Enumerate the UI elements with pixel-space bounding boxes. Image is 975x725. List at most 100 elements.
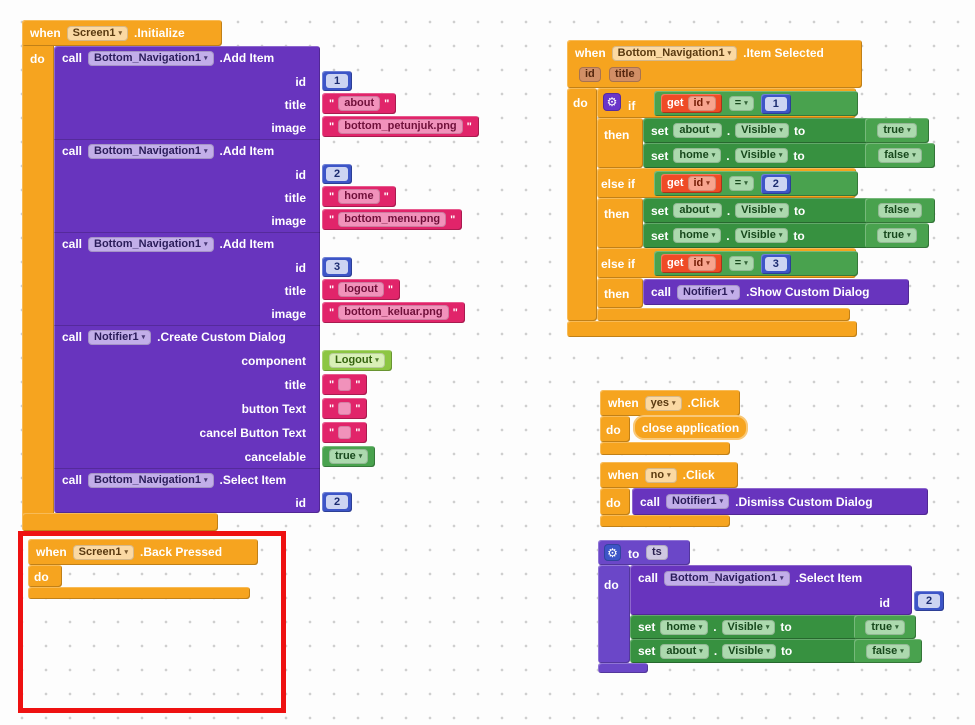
event-bottom-bar[interactable] xyxy=(22,513,218,531)
component-dropdown[interactable]: Screen1▾ xyxy=(66,25,128,41)
component-dropdown[interactable]: home▾ xyxy=(673,228,722,243)
call-show-dialog-block[interactable]: call Notifier1▾ .Show Custom Dialog xyxy=(643,279,909,305)
event-bottom-bar[interactable] xyxy=(567,321,857,337)
text-block[interactable]: "bottom_keluar.png" xyxy=(322,302,465,323)
property-dropdown[interactable]: Visible▾ xyxy=(735,123,789,138)
number-block[interactable]: 2 xyxy=(322,492,352,512)
variable-dropdown[interactable]: id▾ xyxy=(687,176,716,191)
event-spine[interactable] xyxy=(600,488,630,515)
event-spine[interactable] xyxy=(28,565,62,587)
set-property-block[interactable]: set about▾ . Visible▾ to xyxy=(643,118,881,143)
component-dropdown[interactable]: Bottom_Navigation1▾ xyxy=(88,472,214,488)
component-dropdown[interactable]: Notifier1▾ xyxy=(88,329,152,345)
set-property-block[interactable]: set about▾ . Visible▾ to xyxy=(630,639,870,663)
number-block[interactable]: 3 xyxy=(322,257,352,277)
if-bottom-bar[interactable] xyxy=(597,308,850,321)
empty-text-block[interactable]: "" xyxy=(322,422,368,443)
component-dropdown[interactable]: Bottom_Navigation1▾ xyxy=(88,236,214,252)
component-value-dropdown[interactable]: Logout▾ xyxy=(329,353,385,368)
component-block[interactable]: Logout▾ xyxy=(322,350,392,371)
property-dropdown[interactable]: Visible▾ xyxy=(734,228,789,243)
boolean-dropdown[interactable]: false▾ xyxy=(878,148,922,163)
close-application-block[interactable]: close application xyxy=(633,415,748,440)
event-bottom-bar[interactable] xyxy=(600,515,730,527)
component-dropdown[interactable]: Notifier1▾ xyxy=(677,284,741,300)
component-dropdown[interactable]: about▾ xyxy=(673,203,722,218)
set-property-block[interactable]: set home▾ . Visible▾ to xyxy=(643,143,881,168)
component-dropdown[interactable]: Bottom_Navigation1▾ xyxy=(611,45,738,61)
operator-dropdown[interactable]: =▾ xyxy=(728,256,754,271)
text-block[interactable]: "about" xyxy=(322,93,397,114)
then-spine[interactable] xyxy=(597,198,643,248)
call-create-dialog-header[interactable]: call Notifier1▾ .Create Custom Dialog xyxy=(54,325,328,349)
boolean-block[interactable]: true▾ xyxy=(865,118,929,143)
component-dropdown[interactable]: home▾ xyxy=(673,148,722,163)
operator-dropdown[interactable]: =▾ xyxy=(728,96,754,111)
boolean-dropdown[interactable]: true▾ xyxy=(865,619,905,635)
empty-text-block[interactable]: "" xyxy=(322,374,368,395)
variable-dropdown[interactable]: id▾ xyxy=(687,256,716,271)
boolean-dropdown[interactable]: true▾ xyxy=(877,228,917,243)
number-block[interactable]: 2 xyxy=(914,591,944,611)
number-block[interactable]: 2 xyxy=(322,164,352,184)
boolean-block[interactable]: false▾ xyxy=(865,198,935,223)
boolean-block[interactable]: true▾ xyxy=(854,615,916,639)
text-block[interactable]: "bottom_petunjuk.png" xyxy=(322,116,479,137)
property-dropdown[interactable]: Visible▾ xyxy=(722,643,776,659)
text-block[interactable]: "bottom_menu.png" xyxy=(322,209,463,230)
component-dropdown[interactable]: about▾ xyxy=(673,123,722,138)
boolean-block[interactable]: true▾ xyxy=(322,446,376,467)
boolean-block[interactable]: true▾ xyxy=(865,223,929,248)
set-property-block[interactable]: set about▾ . Visible▾ to xyxy=(643,198,881,223)
property-dropdown[interactable]: Visible▾ xyxy=(721,619,776,635)
event-spine[interactable] xyxy=(600,416,630,442)
operator-dropdown[interactable]: =▾ xyxy=(728,176,754,191)
text-value[interactable]: home xyxy=(338,189,380,204)
event-header[interactable]: when no▾ .Click xyxy=(600,462,738,488)
text-value[interactable]: bottom_keluar.png xyxy=(338,305,449,320)
component-dropdown[interactable]: Bottom_Navigation1▾ xyxy=(88,143,214,159)
component-dropdown[interactable]: no▾ xyxy=(644,467,677,483)
event-spine[interactable] xyxy=(567,88,597,321)
text-value[interactable]: about xyxy=(338,96,381,111)
text-value[interactable]: logout xyxy=(338,282,384,297)
call-dismiss-dialog-block[interactable]: call Notifier1▾ .Dismiss Custom Dialog xyxy=(632,488,928,515)
boolean-dropdown[interactable]: true▾ xyxy=(877,123,917,138)
call-add-item-3-header[interactable]: call Bottom_Navigation1▾ .Add Item xyxy=(54,232,328,256)
mutator-gear-icon[interactable]: ⚙ xyxy=(603,93,621,111)
event-header[interactable]: when Screen1▾ .Initialize xyxy=(22,20,222,46)
component-dropdown[interactable]: Screen1▾ xyxy=(72,544,134,560)
event-spine[interactable] xyxy=(22,20,54,531)
procedure-bottom-bar[interactable] xyxy=(598,663,648,673)
procedure-spine[interactable] xyxy=(598,565,630,663)
empty-text-pill[interactable] xyxy=(338,426,352,439)
call-select-item-header[interactable]: call Bottom_Navigation1▾ .Select Item xyxy=(54,468,328,492)
component-dropdown[interactable]: about▾ xyxy=(660,643,709,659)
boolean-dropdown[interactable]: true▾ xyxy=(329,449,369,464)
empty-text-pill[interactable] xyxy=(338,402,352,415)
procedure-name-field[interactable]: ts xyxy=(646,545,668,560)
event-header[interactable]: when Screen1▾ .Back Pressed xyxy=(28,539,258,565)
component-dropdown[interactable]: Bottom_Navigation1▾ xyxy=(664,570,790,586)
component-dropdown[interactable]: Notifier1▾ xyxy=(666,494,730,509)
boolean-dropdown[interactable]: false▾ xyxy=(866,643,910,659)
event-param-title[interactable]: title xyxy=(609,67,641,82)
empty-text-block[interactable]: "" xyxy=(322,398,368,419)
set-property-block[interactable]: set home▾ . Visible▾ to xyxy=(630,615,870,639)
event-header[interactable]: when yes▾ .Click xyxy=(600,390,740,416)
property-dropdown[interactable]: Visible▾ xyxy=(734,148,789,163)
event-bottom-bar[interactable] xyxy=(28,587,250,599)
boolean-block[interactable]: false▾ xyxy=(865,143,935,168)
boolean-block[interactable]: false▾ xyxy=(854,639,922,663)
component-dropdown[interactable]: Bottom_Navigation1▾ xyxy=(88,50,214,66)
number-block[interactable]: 2 xyxy=(760,173,791,194)
property-dropdown[interactable]: Visible▾ xyxy=(735,203,789,218)
component-dropdown[interactable]: home▾ xyxy=(660,619,709,635)
